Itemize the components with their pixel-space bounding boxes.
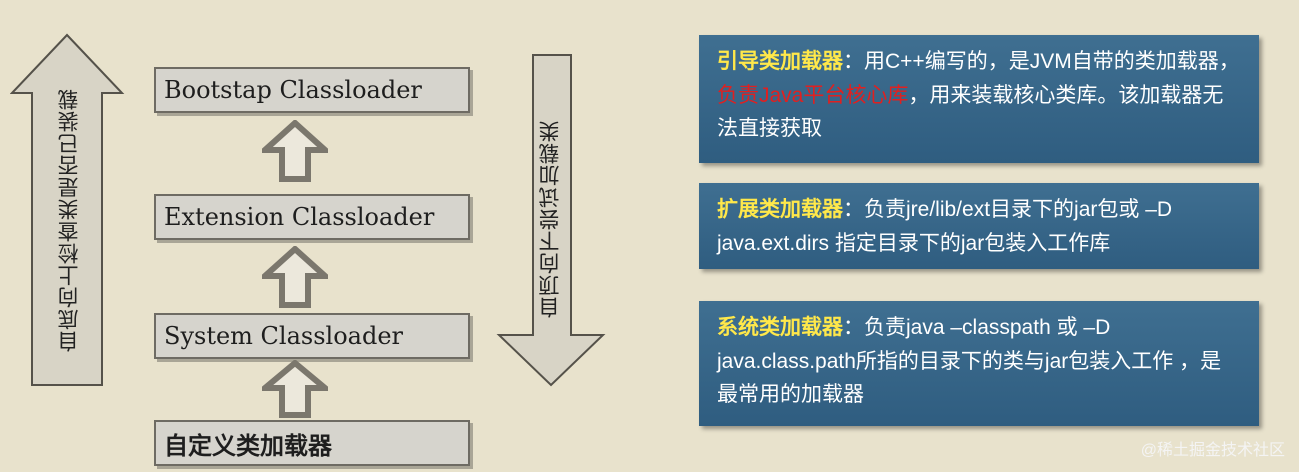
bottom-up-arrow [10, 33, 125, 386]
system-loader-description: 系统类加载器：负责java –classpath 或 –D java.class… [699, 301, 1259, 426]
system-classloader-box: System Classloader [154, 313, 470, 359]
panel-separator: ： [843, 316, 864, 339]
panel-separator: ： [843, 198, 864, 221]
extension-loader-description: 扩展类加载器：负责jre/lib/ext目录下的jar包或 –D java.ex… [699, 183, 1259, 269]
custom-classloader-box: 自定义类加载器 [154, 420, 470, 466]
up-arrow-icon [262, 360, 328, 418]
watermark: @稀土掘金技术社区 [1140, 442, 1285, 459]
bootstrap-classloader-box: Bootstap Classloader [154, 67, 470, 113]
panel-text: ，用来装载核心类库。该加载器无法直接获取 [717, 83, 1224, 141]
up-arrow-icon [262, 246, 328, 308]
panel-heading: 系统类加载器 [717, 316, 843, 339]
panel-heading: 引导类加载器 [717, 50, 843, 73]
bottom-up-arrow-label: 自底向上检查类是否已装载 [57, 88, 81, 352]
panel-separator: ： [843, 50, 864, 73]
top-down-arrow-label: 自顶向下尝试加载类 [538, 120, 562, 318]
up-arrow-icon [262, 120, 328, 182]
top-down-arrow [496, 54, 606, 387]
bootstrap-loader-description: 引导类加载器：用C++编写的，是JVM自带的类加载器， 负责Java平台核心库，用… [699, 35, 1259, 163]
panel-text: 负责java –classpath 或 –D java.class.path所指… [717, 316, 1222, 407]
panel-heading: 扩展类加载器 [717, 198, 843, 221]
panel-text: 负责jre/lib/ext目录下的jar包或 –D java.ext.dirs … [717, 198, 1173, 255]
extension-classloader-box: Extension Classloader [154, 194, 470, 240]
panel-highlight: 负责Java平台核心库 [717, 83, 909, 107]
panel-text: 用C++编写的，是JVM自带的类加载器， [864, 50, 1240, 73]
